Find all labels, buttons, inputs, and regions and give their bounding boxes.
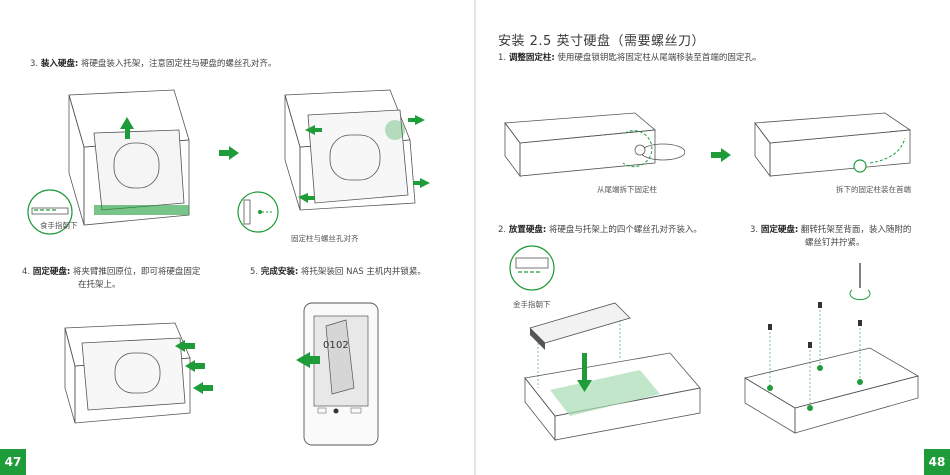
caption-install-post: 拆下的固定柱装在首端 [836, 184, 911, 195]
nas-illustration [296, 298, 386, 448]
step3-right: 3. 固定硬盘: 翻转托架至背面，装入随附的 [750, 224, 911, 237]
step5-label: 完成安装: [261, 267, 298, 277]
page-number-48: 48 [924, 449, 950, 475]
caption-alignment: 固定柱与螺丝孔对齐 [291, 233, 359, 244]
drive-place-illustration [520, 298, 720, 448]
nas-slot1-label: 01 [323, 340, 336, 351]
step3-num: 3. [30, 59, 41, 69]
step3-left: 3. 装入硬盘: 将硬盘装入托架，注意固定柱与硬盘的螺丝孔对齐。 [30, 58, 276, 71]
tray-aligned-illustration [260, 85, 440, 220]
step2-text: 将硬盘与托架上的四个螺丝孔对齐装入。 [546, 225, 702, 235]
section-title: 安装 2.5 英寸硬盘（需要螺丝刀） [498, 30, 705, 49]
step5-text: 将托架装回 NAS 主机内并锁紧。 [298, 267, 426, 277]
step3-label: 装入硬盘: [41, 59, 78, 69]
step4-num: 4. [22, 267, 33, 277]
step4-label: 固定硬盘: [33, 267, 70, 277]
step2-label: 放置硬盘: [509, 225, 546, 235]
step1-right: 1. 调整固定柱: 使用硬盘锁钥匙将固定柱从尾端移装至首端的固定孔。 [498, 52, 761, 65]
step1-num: 1. [498, 53, 509, 63]
finger-zoom-circle-right [508, 244, 556, 292]
arrow-right-2 [711, 148, 731, 162]
clamp-arm-illustration [60, 318, 230, 428]
caption-remove-post: 从尾端拆下固定柱 [597, 184, 657, 195]
post-install-illustration [745, 108, 925, 180]
step1-label: 调整固定柱: [509, 53, 555, 63]
left-page: 3. 装入硬盘: 将硬盘装入托架，注意固定柱与硬盘的螺丝孔对齐。 食手指朝下 [0, 0, 474, 475]
step4-left: 4. 固定硬盘: 将夹臂推回原位，即可将硬盘固定 [22, 266, 200, 279]
step1-text: 使用硬盘锁钥匙将固定柱从尾端移装至首端的固定孔。 [555, 53, 762, 63]
step3r-text: 翻转托架至背面，装入随附的 [798, 225, 911, 235]
caption-finger-left: 食手指朝下 [40, 220, 78, 231]
step3-right-line2: 螺丝钉并拧紧。 [805, 237, 865, 250]
screw-install-illustration [740, 258, 925, 443]
arrow-right-1 [219, 146, 239, 160]
step3r-num: 3. [750, 225, 761, 235]
step3-text: 将硬盘装入托架，注意固定柱与硬盘的螺丝孔对齐。 [78, 59, 276, 69]
step5-left: 5. 完成安装: 将托架装回 NAS 主机内并锁紧。 [250, 266, 426, 279]
page-number-47: 47 [0, 449, 26, 475]
step2-right: 2. 放置硬盘: 将硬盘与托架上的四个螺丝孔对齐装入。 [498, 224, 702, 237]
step3r-label: 固定硬盘: [761, 225, 798, 235]
nas-slot2-label: 02 [336, 340, 349, 351]
step4-left-line2: 在托架上。 [78, 279, 121, 292]
step4-text: 将夹臂推回原位，即可将硬盘固定 [70, 267, 200, 277]
alignment-zoom-circle [236, 190, 280, 234]
step2-num: 2. [498, 225, 509, 235]
post-removal-illustration [495, 108, 685, 180]
step5-num: 5. [250, 267, 261, 277]
